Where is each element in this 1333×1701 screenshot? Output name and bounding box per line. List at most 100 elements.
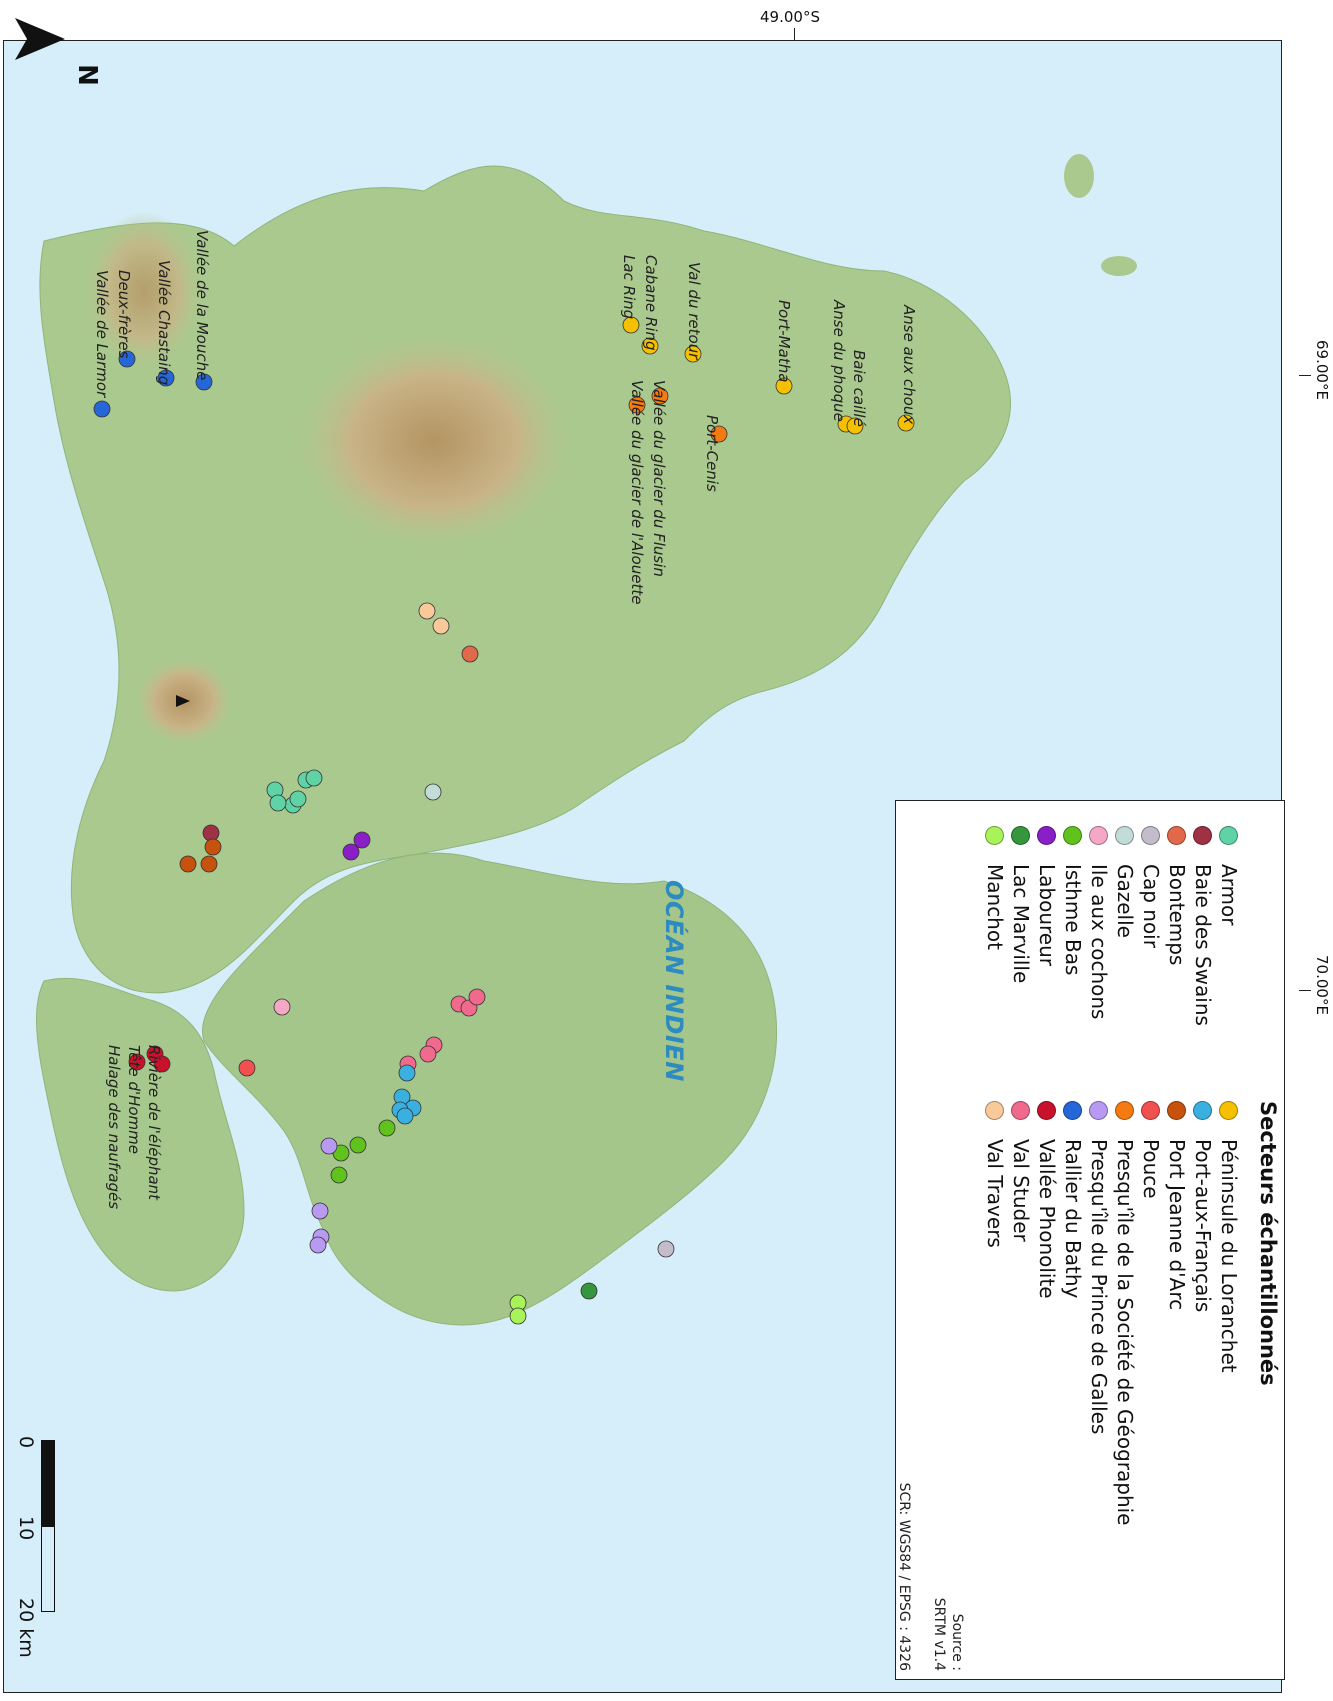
place-label: Vallée du glacier de l'Alouette <box>628 380 646 605</box>
sample-point[interactable] <box>320 1137 338 1155</box>
legend-label: Presqu'île de la Société de Géographie <box>1113 1139 1137 1526</box>
sample-point[interactable] <box>195 373 213 391</box>
scale-label: 10 <box>15 1516 37 1541</box>
sample-point[interactable] <box>269 794 287 812</box>
terrain-map <box>36 154 1137 1326</box>
north-arrow-icon <box>15 18 65 60</box>
legend-label: Val Studer <box>1009 1139 1033 1242</box>
legend-label: Bontemps <box>1165 864 1189 966</box>
sample-point[interactable] <box>289 790 307 808</box>
sample-points[interactable] <box>93 316 915 1325</box>
sample-point[interactable] <box>311 1202 329 1220</box>
latitude-tick-mark <box>794 28 795 41</box>
legend-label: Val Travers <box>983 1139 1007 1248</box>
latitude-tick-label: 49.00°S <box>760 8 820 26</box>
legend-swatch <box>1141 1101 1161 1120</box>
sample-point[interactable] <box>418 602 436 620</box>
sample-point[interactable] <box>432 617 450 635</box>
sample-point[interactable] <box>684 345 702 363</box>
sample-point[interactable] <box>238 1059 256 1077</box>
scale-bar-black-segment <box>42 1441 54 1527</box>
legend-item: Bontemps <box>1164 826 1190 1026</box>
sample-point[interactable] <box>118 350 136 368</box>
sample-point[interactable] <box>846 417 864 435</box>
sample-point[interactable] <box>580 1282 598 1300</box>
sample-point[interactable] <box>305 769 323 787</box>
highland-west <box>84 211 204 371</box>
legend-item: Pouce <box>1138 1101 1164 1525</box>
legend-panel: Secteurs échantillonnés Armor Baie des S… <box>895 800 1285 1680</box>
sample-point[interactable] <box>179 855 197 873</box>
place-label: Vallée de Larmor <box>93 270 111 398</box>
legend-swatch <box>1167 826 1187 845</box>
longitude-tick-mark <box>1299 990 1311 991</box>
scale-bar: 0 10 20 km <box>3 1436 63 1660</box>
sample-point[interactable] <box>710 425 728 443</box>
legend-item: Cap noir <box>1138 826 1164 1026</box>
sample-point[interactable] <box>468 988 486 1006</box>
legend-swatch <box>985 826 1005 845</box>
sample-point[interactable] <box>657 1240 675 1258</box>
scale-label: 0 <box>15 1436 37 1449</box>
place-label: Halage des naufragés <box>105 1045 123 1210</box>
sample-point[interactable] <box>273 998 291 1016</box>
sample-point[interactable] <box>398 1064 416 1082</box>
sample-point[interactable] <box>897 414 915 432</box>
sample-point[interactable] <box>202 824 220 842</box>
sample-point[interactable] <box>309 1236 327 1254</box>
place-label: Vallée Chastaing <box>155 260 173 386</box>
sample-point[interactable] <box>641 337 659 355</box>
legend-column-2: Péninsule du Loranchet Port-aux-Français… <box>982 1101 1242 1525</box>
sample-point[interactable] <box>330 1166 348 1184</box>
legend-item: Manchot <box>982 826 1008 1026</box>
legend-label: Isthme Bas <box>1061 864 1085 976</box>
legend-swatch <box>1089 826 1109 845</box>
legend-label: Presqu'île du Prince de Galles <box>1087 1139 1111 1435</box>
legend-item: Lac Marville <box>1008 826 1034 1026</box>
sample-point[interactable] <box>378 1119 396 1137</box>
legend-swatch <box>985 1101 1005 1120</box>
legend-label: Lac Marville <box>1009 864 1033 984</box>
sample-point[interactable] <box>93 400 111 418</box>
sample-point[interactable] <box>353 831 371 849</box>
legend-item: Vallée Phonolite <box>1034 1101 1060 1525</box>
sample-point[interactable] <box>622 316 640 334</box>
sample-point[interactable] <box>509 1307 527 1325</box>
place-label: Tête d'Homme <box>125 1045 143 1154</box>
legend-swatch <box>1011 826 1031 845</box>
legend-item: Presqu'île du Prince de Galles <box>1086 1101 1112 1525</box>
island-small-2 <box>1101 256 1137 276</box>
place-label: Rivière de l'éléphant <box>145 1045 163 1201</box>
legend-item: Laboureur <box>1034 826 1060 1026</box>
legend-label: Ile aux cochons <box>1087 864 1111 1020</box>
sample-point[interactable] <box>204 838 222 856</box>
sample-point[interactable] <box>461 645 479 663</box>
place-label: Cabane Ring <box>642 255 660 351</box>
sample-point[interactable] <box>419 1045 437 1063</box>
sample-point[interactable] <box>200 855 218 873</box>
legend-swatch <box>1219 1101 1239 1120</box>
sample-point[interactable] <box>342 843 360 861</box>
legend-item: Gazelle <box>1112 826 1138 1026</box>
longitude-tick-label: 70.00°E <box>1313 955 1331 1015</box>
legend-swatch <box>1115 826 1135 845</box>
place-label: Vallée de la Mouche <box>193 230 211 381</box>
sample-point[interactable] <box>628 396 646 414</box>
legend-title: Secteurs échantillonnés <box>1256 1101 1280 1386</box>
sample-point[interactable] <box>396 1107 414 1125</box>
sample-point[interactable] <box>157 369 175 387</box>
sample-point[interactable] <box>128 1053 146 1071</box>
legend-item: Péninsule du Loranchet <box>1216 1101 1242 1525</box>
sample-point[interactable] <box>775 377 793 395</box>
sample-point[interactable] <box>349 1136 367 1154</box>
place-label: Lac Ring <box>620 255 638 320</box>
legend-label: Rallier du Bathy <box>1061 1139 1085 1299</box>
legend-item: Rallier du Bathy <box>1060 1101 1086 1525</box>
sample-point[interactable] <box>424 783 442 801</box>
legend-label: Port Jeanne d'Arc <box>1165 1139 1189 1311</box>
legend-swatch <box>1167 1101 1187 1120</box>
place-label: Port-Matha <box>775 300 793 383</box>
north-label: N <box>71 64 102 86</box>
sample-point[interactable] <box>651 387 669 405</box>
sample-point[interactable] <box>153 1055 171 1073</box>
